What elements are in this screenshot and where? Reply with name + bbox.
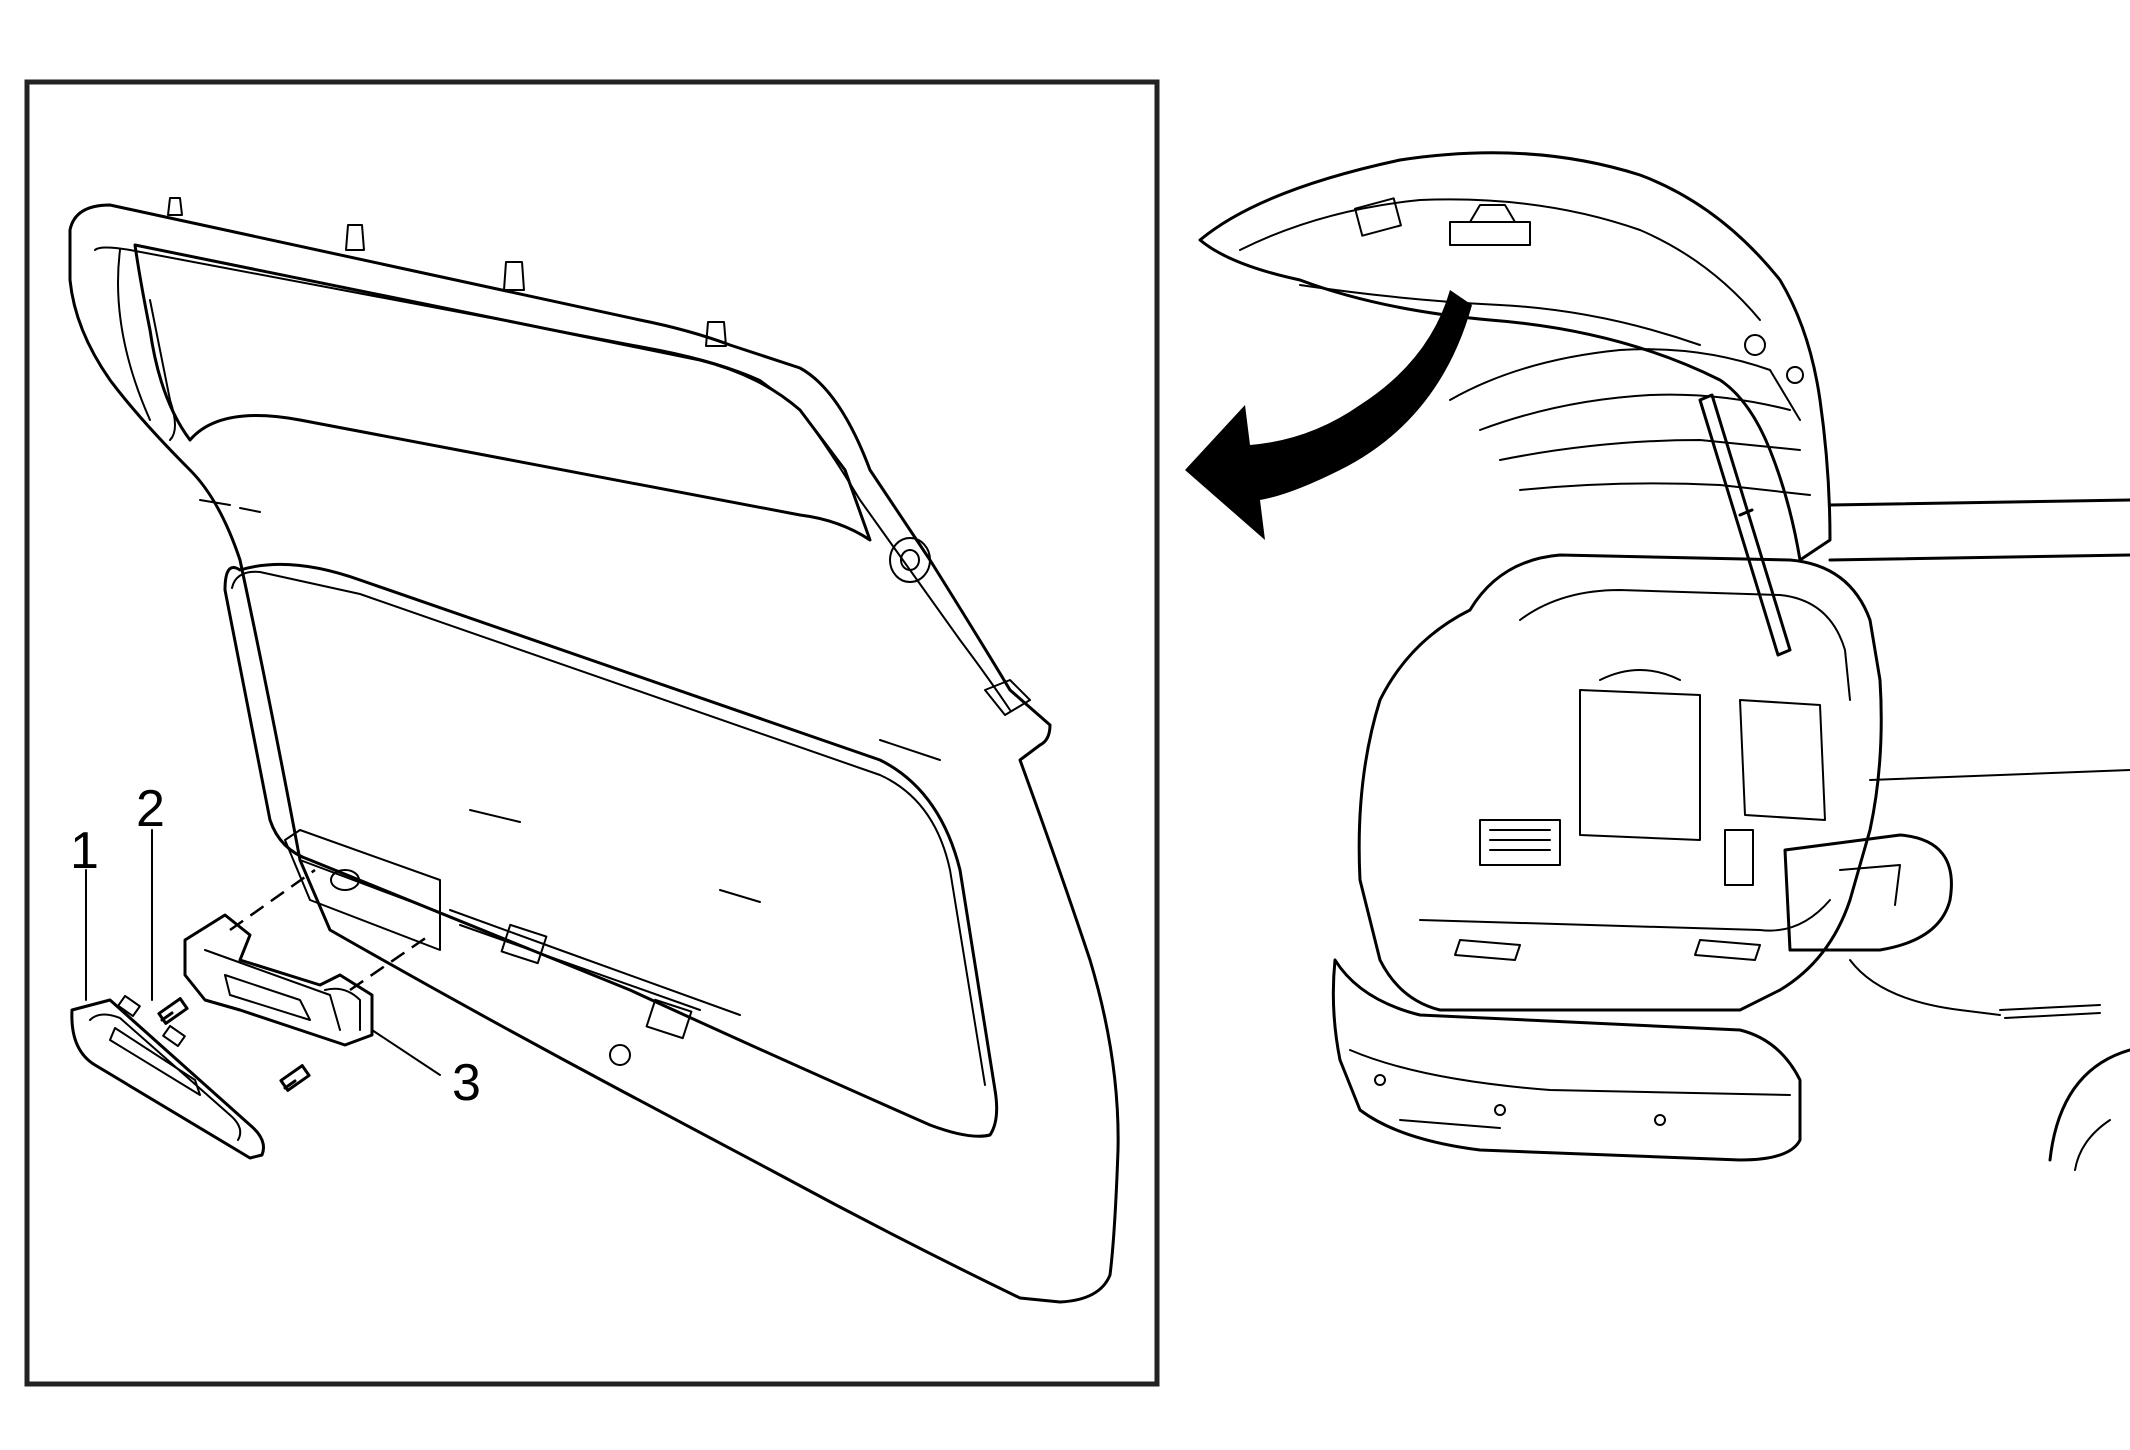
callout-3: 3 [452, 1054, 481, 1112]
rear-bumper [1331, 958, 1802, 1162]
open-liftgate [1198, 151, 1832, 562]
gas-strut [1698, 393, 1792, 657]
handle-bracket-part [183, 913, 374, 1047]
screw-lower [279, 1064, 311, 1092]
callout-1: 1 [70, 822, 99, 880]
window-opening [133, 243, 872, 542]
liftgate-trim-panel [68, 203, 1120, 1304]
vehicle-body [1357, 553, 1883, 1012]
screw-upper [157, 997, 189, 1025]
detail-view: 1 2 3 [24, 79, 1160, 1387]
pull-handle-part [70, 998, 265, 1160]
tail-lamp [1783, 833, 1953, 952]
detail-frame [24, 79, 1160, 1387]
lower-trim-recess [223, 562, 999, 1138]
callout-2: 2 [136, 780, 165, 838]
curved-arrow-icon [1185, 290, 1472, 540]
vehicle-rear-view [1185, 151, 2130, 1171]
